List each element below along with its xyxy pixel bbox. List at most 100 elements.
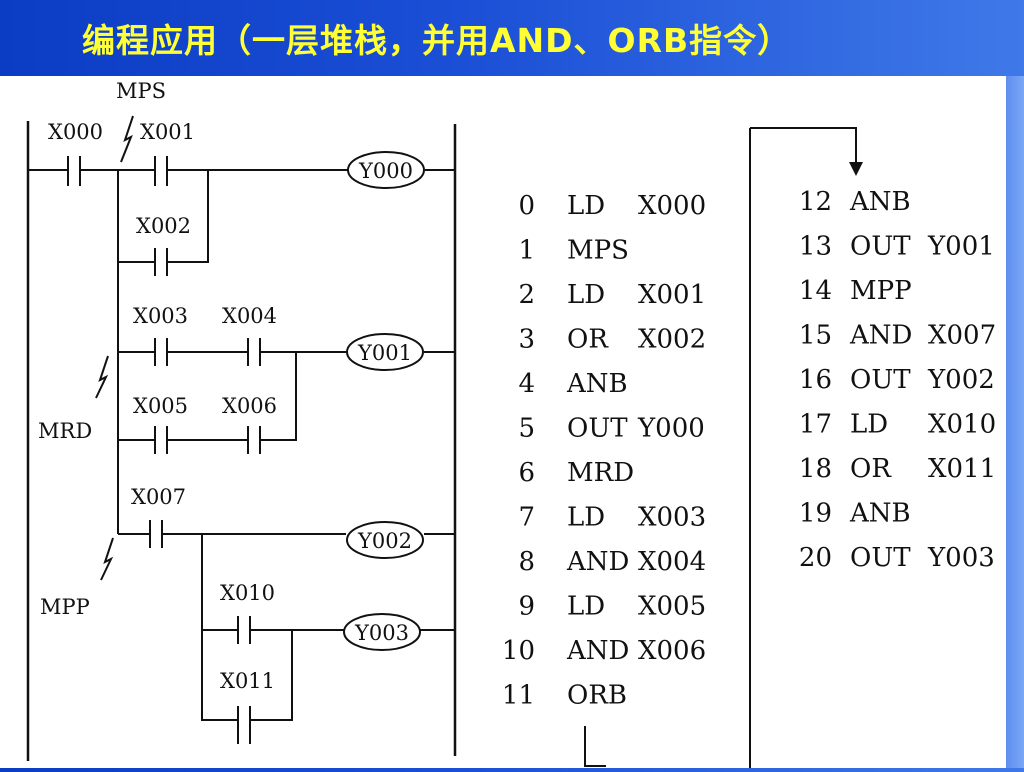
instruction-op: ORB	[567, 681, 627, 711]
coil-y000	[347, 151, 425, 189]
instruction-arg: X006	[638, 636, 706, 666]
instruction-row: 18 OR X011	[799, 454, 996, 484]
label-x003: X003	[133, 304, 188, 328]
label-x007: X007	[131, 485, 186, 509]
instruction-row: 19 ANB	[799, 499, 911, 529]
instruction-step: 17	[799, 410, 832, 440]
instruction-row: 11 ORB	[502, 681, 627, 711]
slide-title: 编程应用（一层堆栈，并用AND、ORB指令）	[82, 21, 792, 60]
instruction-arg: Y001	[927, 232, 995, 262]
contact-x007	[149, 520, 163, 548]
label-y002: Y002	[357, 529, 412, 553]
instruction-step: 4	[518, 369, 535, 399]
label-x011: X011	[220, 669, 275, 693]
instruction-op: OUT	[850, 543, 911, 573]
instruction-op: OUT	[850, 365, 911, 395]
instruction-step: 8	[518, 547, 535, 577]
instruction-arg: X007	[928, 321, 996, 351]
label-y003: Y003	[354, 621, 409, 645]
instruction-row: 2 LD X001	[518, 280, 706, 310]
instruction-op: ANB	[566, 369, 628, 399]
instruction-row: 10 AND X006	[502, 636, 706, 666]
figure-panel: MPS MRD MPP X000 X001 X002 X003 X004 X00…	[0, 76, 1006, 768]
instruction-step: 13	[799, 232, 832, 262]
continuation-wire	[750, 127, 857, 166]
instruction-arg: X003	[638, 503, 706, 533]
instruction-row: 6 MRD	[518, 458, 634, 488]
instruction-arg: X011	[928, 454, 996, 484]
instruction-arg: X010	[928, 410, 996, 440]
instruction-op: MPP	[850, 276, 912, 306]
mpp-arrow-icon	[100, 537, 114, 581]
bottom-bracket	[584, 726, 606, 767]
contact-x003	[154, 338, 168, 366]
instruction-op: LD	[567, 592, 605, 622]
instruction-step: 7	[518, 503, 535, 533]
instruction-op: OR	[567, 325, 609, 355]
label-mps: MPS	[116, 79, 166, 103]
instruction-step: 11	[502, 681, 535, 711]
branch-x005-x006-wire	[118, 352, 297, 441]
instruction-step: 2	[518, 280, 535, 310]
instruction-op: OUT	[850, 232, 911, 262]
instruction-step: 14	[799, 276, 832, 306]
instruction-op: MRD	[567, 458, 634, 488]
instruction-step: 12	[799, 187, 832, 217]
instruction-op: AND	[566, 636, 629, 666]
instruction-row: 8 AND X004	[518, 547, 706, 577]
instruction-step: 16	[799, 365, 832, 395]
instruction-step: 6	[518, 458, 535, 488]
continuation-arrow-icon	[849, 162, 863, 176]
title-bar: 编程应用（一层堆栈，并用AND、ORB指令）	[0, 0, 1024, 76]
instruction-arg: Y000	[637, 414, 705, 444]
instruction-step: 1	[518, 236, 535, 266]
instruction-arg: Y003	[927, 543, 995, 573]
instruction-op: LD	[567, 191, 605, 221]
instruction-step: 0	[518, 191, 535, 221]
label-mrd: MRD	[38, 419, 92, 443]
instruction-step: 15	[799, 321, 832, 351]
ladder-diagram-figure: MPS MRD MPP X000 X001 X002 X003 X004 X00…	[26, 79, 996, 768]
instruction-arg: X002	[638, 325, 706, 355]
instruction-op: AND	[849, 321, 912, 351]
instruction-arg: X005	[638, 592, 706, 622]
instruction-op: MPS	[567, 236, 629, 266]
instruction-step: 10	[502, 636, 535, 666]
contact-x002	[154, 248, 168, 276]
instruction-op: ANB	[849, 187, 911, 217]
instruction-arg: X004	[638, 547, 706, 577]
contact-x000	[67, 156, 81, 186]
instruction-op: AND	[566, 547, 629, 577]
instruction-step: 18	[799, 454, 832, 484]
label-x006: X006	[222, 394, 277, 418]
instruction-step: 19	[799, 499, 832, 529]
contact-x006	[247, 426, 261, 454]
coil-y001	[346, 333, 424, 371]
instruction-op: OR	[850, 454, 892, 484]
instruction-step: 9	[518, 592, 535, 622]
instruction-step: 20	[799, 543, 832, 573]
contact-x004	[247, 338, 261, 366]
instruction-row: 1 MPS	[518, 236, 628, 266]
instruction-arg: X001	[638, 280, 706, 310]
instruction-op: ANB	[849, 499, 911, 529]
instruction-row: 15 AND X007	[799, 321, 996, 351]
coil-y002	[346, 521, 424, 559]
instruction-row: 12 ANB	[799, 187, 911, 217]
ladder-diagram: MPS MRD MPP X000 X001 X002 X003 X004 X00…	[26, 79, 457, 761]
contact-x001	[154, 156, 168, 186]
label-x005: X005	[133, 394, 188, 418]
contact-x005	[154, 426, 168, 454]
label-y001: Y001	[357, 341, 412, 365]
instruction-row: 20 OUT Y003	[799, 543, 995, 573]
mps-arrow-icon	[120, 115, 134, 163]
instruction-op: LD	[567, 280, 605, 310]
label-x000: X000	[48, 120, 103, 144]
label-x010: X010	[220, 581, 275, 605]
